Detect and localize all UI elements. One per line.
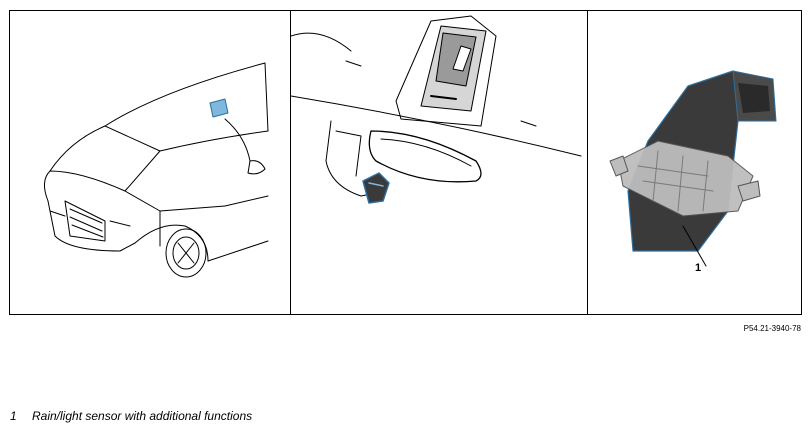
- car-overview-panel: [10, 11, 290, 314]
- car-drawing: [44, 62, 269, 278]
- sensor-detail-panel: [588, 11, 802, 314]
- callout-number: 1: [695, 262, 702, 274]
- figure-reference-code: P54.21-3940-78: [743, 324, 801, 333]
- illustration-frame: [9, 10, 802, 315]
- legend-item-text: Rain/light sensor with additional functi…: [32, 409, 253, 423]
- panel-divider: [290, 11, 291, 314]
- overhead-console-drawing: [291, 15, 582, 204]
- roof-mirror-panel: [291, 11, 587, 314]
- legend-item-number: 1: [10, 409, 17, 423]
- rain-sensor-highlight: [209, 98, 229, 118]
- rain-light-sensor-drawing: [609, 70, 777, 267]
- legend: 1 Rain/light sensor with additional funct…: [10, 409, 252, 423]
- rain-sensor-location: [362, 172, 390, 204]
- panel-divider: [587, 11, 588, 314]
